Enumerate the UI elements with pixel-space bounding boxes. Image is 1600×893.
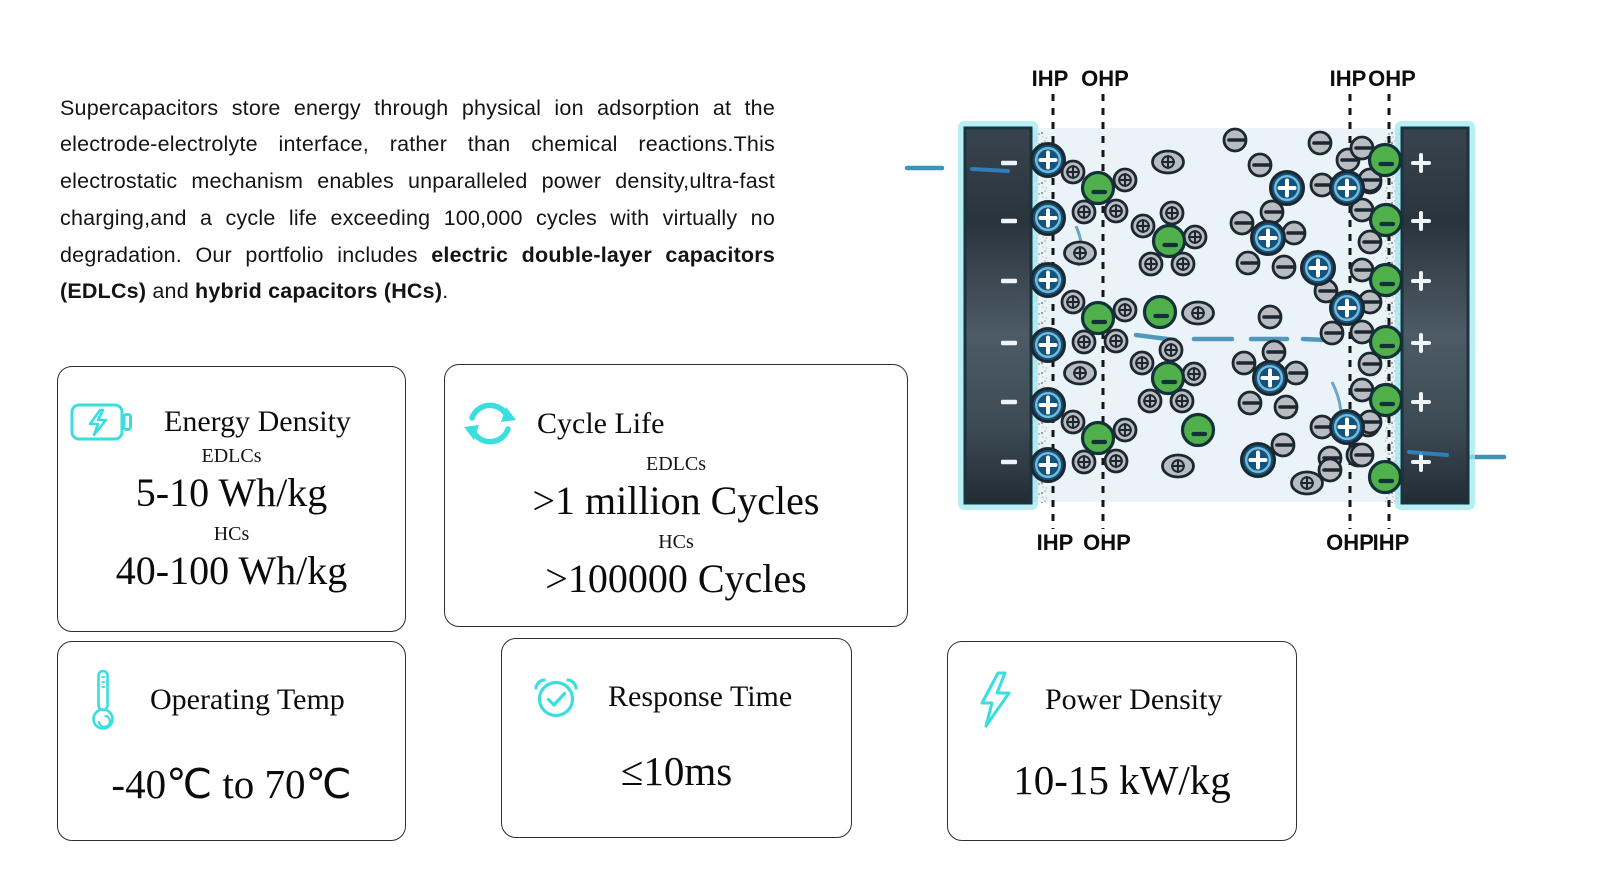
intro-text-end: .	[442, 279, 449, 304]
battery-bolt-icon	[70, 403, 132, 441]
hc-label: HCs	[658, 531, 694, 553]
svg-text:IHP: IHP	[1037, 530, 1074, 555]
hc-cycle-value: >100000 Cycles	[545, 556, 807, 601]
svg-text:OHP: OHP	[1083, 530, 1131, 555]
card-power-title: Power Density	[1045, 683, 1223, 716]
card-resp-header: Response Time	[530, 671, 851, 723]
card-response-time: Response Time ≤10ms	[501, 638, 852, 838]
card-resp-title: Response Time	[608, 680, 793, 713]
card-power-density: Power Density 10-15 kW/kg	[947, 641, 1297, 841]
hc-label: HCs	[213, 523, 250, 545]
edlc-energy-value: 5-10 Wh/kg	[135, 470, 328, 515]
card-cycle-header: Cycle Life	[459, 395, 907, 453]
power-density-value: 10-15 kW/kg	[1013, 757, 1231, 803]
card-operating-temp: Operating Temp -40℃ to 70℃	[57, 641, 406, 841]
svg-text:IHP: IHP	[1032, 66, 1069, 91]
edlc-label: EDLCs	[201, 445, 262, 467]
intro-bold-hc: hybrid capacitors (HCs)	[195, 279, 443, 304]
lightning-bolt-icon	[980, 671, 1011, 728]
card-energy-header: Energy Density	[68, 399, 405, 445]
svg-text:OHP: OHP	[1368, 66, 1416, 91]
card-energy-title: Energy Density	[164, 405, 351, 438]
svg-text:IHP: IHP	[1373, 530, 1410, 555]
operating-temp-value: -40℃ to 70℃	[111, 761, 352, 807]
svg-text:OHP: OHP	[1326, 530, 1374, 555]
card-power-header: Power Density	[975, 670, 1296, 730]
intro-text: Supercapacitors store energy through phy…	[60, 95, 775, 267]
refresh-arrows-icon	[464, 402, 516, 445]
svg-text:OHP: OHP	[1081, 66, 1129, 91]
card-cycle-life: Cycle Life EDLCs >1 million Cycles HCs >…	[444, 364, 908, 627]
card-temp-header: Operating Temp	[88, 668, 405, 732]
card-cycle-title: Cycle Life	[537, 407, 665, 440]
card-temp-title: Operating Temp	[150, 683, 345, 716]
intro-text-and: and	[146, 279, 196, 304]
alarm-check-icon	[534, 678, 578, 718]
card-energy-density: Energy Density EDLCs 5-10 Wh/kg HCs 40-1…	[57, 366, 406, 632]
thermometer-icon	[92, 669, 114, 730]
svg-text:IHP: IHP	[1330, 66, 1367, 91]
hc-energy-value: 40-100 Wh/kg	[115, 548, 348, 593]
edlc-label: EDLCs	[646, 453, 706, 475]
edlc-cycle-value: >1 million Cycles	[532, 478, 820, 523]
intro-paragraph: Supercapacitors store energy through phy…	[60, 90, 775, 311]
intro-bold-edlc: electric double-layer capacitors (EDLCs)	[60, 242, 775, 304]
response-time-value: ≤10ms	[620, 748, 733, 794]
